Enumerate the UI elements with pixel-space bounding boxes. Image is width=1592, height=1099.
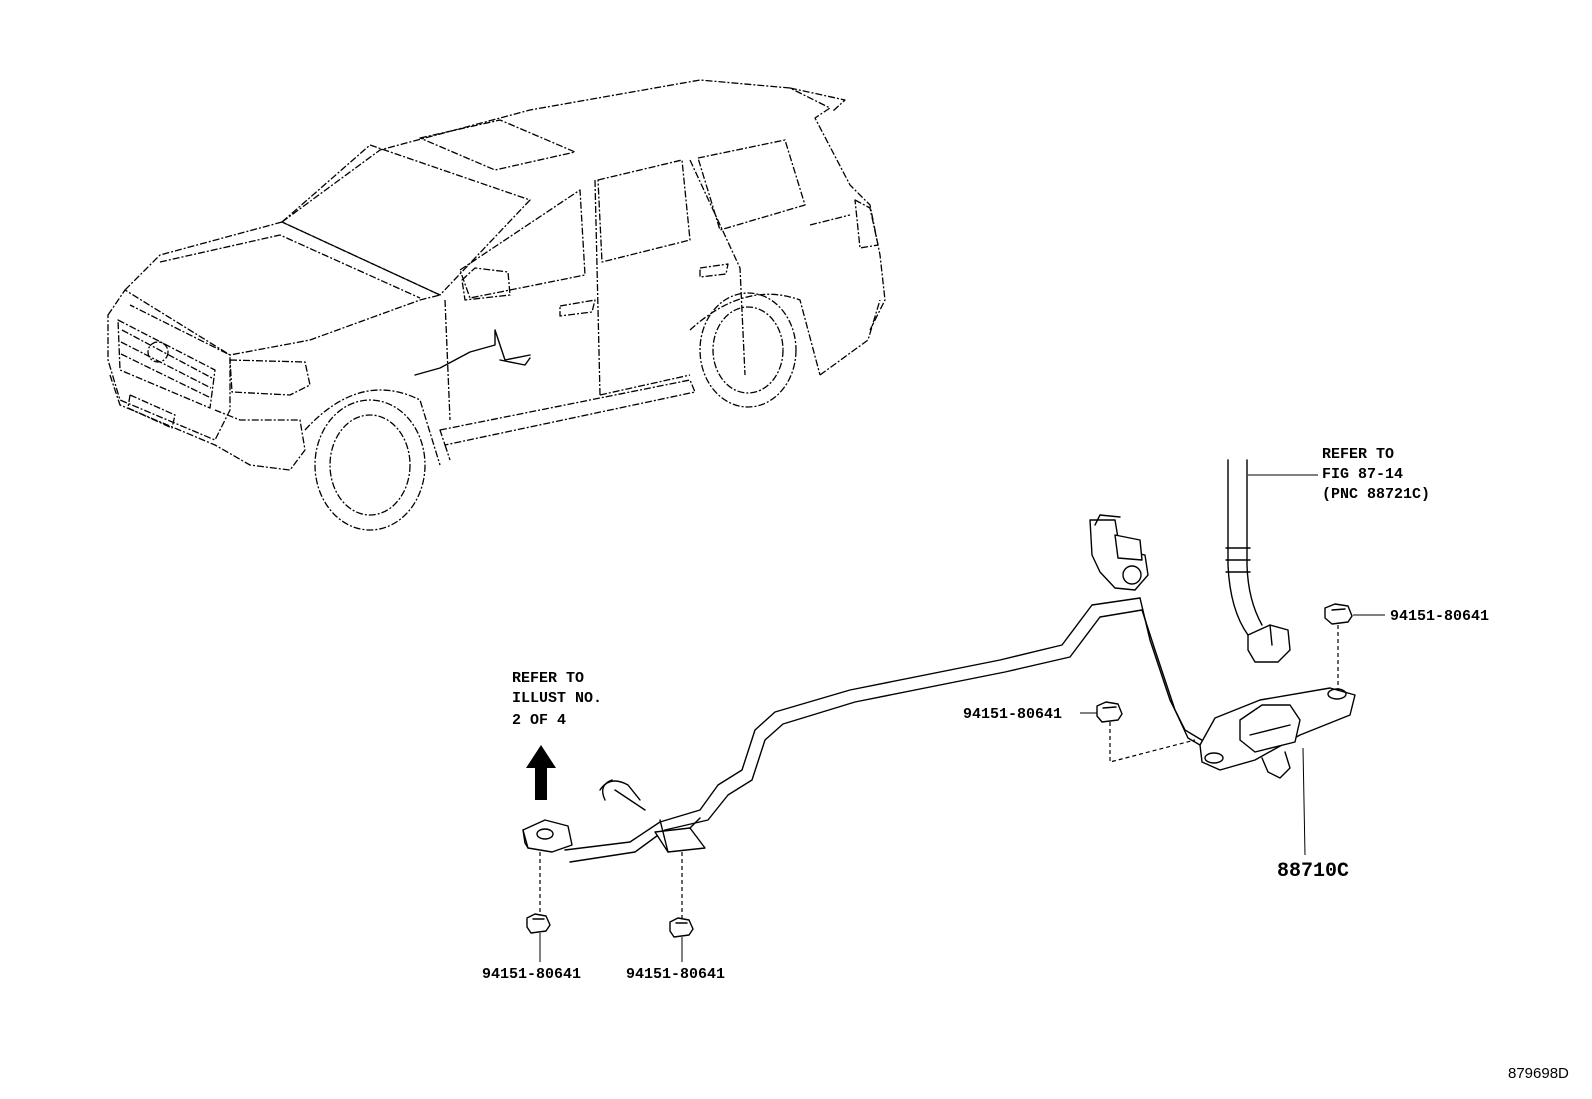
part-number-nut-right: 94151-80641 — [1390, 608, 1489, 625]
part-number-nut-bottom-left: 94151-80641 — [482, 966, 581, 983]
refer-fig-line2: FIG 87-14 — [1322, 466, 1403, 483]
nut-middle — [1096, 701, 1123, 723]
cooler-pipe-assembly — [522, 514, 1213, 863]
nut-bottom-center — [669, 917, 694, 938]
arrow-up-icon — [526, 745, 556, 800]
nut-bottom-left — [526, 913, 551, 934]
cooler-unit-88710c — [1199, 687, 1356, 779]
refer-fig-line1: REFER TO — [1322, 446, 1394, 463]
nut-right — [1324, 603, 1353, 625]
leader-88710c — [1302, 747, 1306, 856]
figure-id: 879698D — [1508, 1065, 1569, 1082]
refer-illust-line3: 2 OF 4 — [512, 712, 566, 729]
flexible-hose — [1225, 459, 1291, 663]
part-number-nut-middle: 94151-80641 — [963, 706, 1062, 723]
part-number-main: 88710C — [1277, 860, 1349, 883]
refer-illust-line2: ILLUST NO. — [512, 690, 602, 707]
guide-nut-middle — [1109, 722, 1196, 763]
refer-illust-line1: REFER TO — [512, 670, 584, 687]
vehicle-illustration — [107, 79, 886, 531]
part-number-nut-bottom-center: 94151-80641 — [626, 966, 725, 983]
refer-fig-line3: (PNC 88721C) — [1322, 486, 1430, 503]
